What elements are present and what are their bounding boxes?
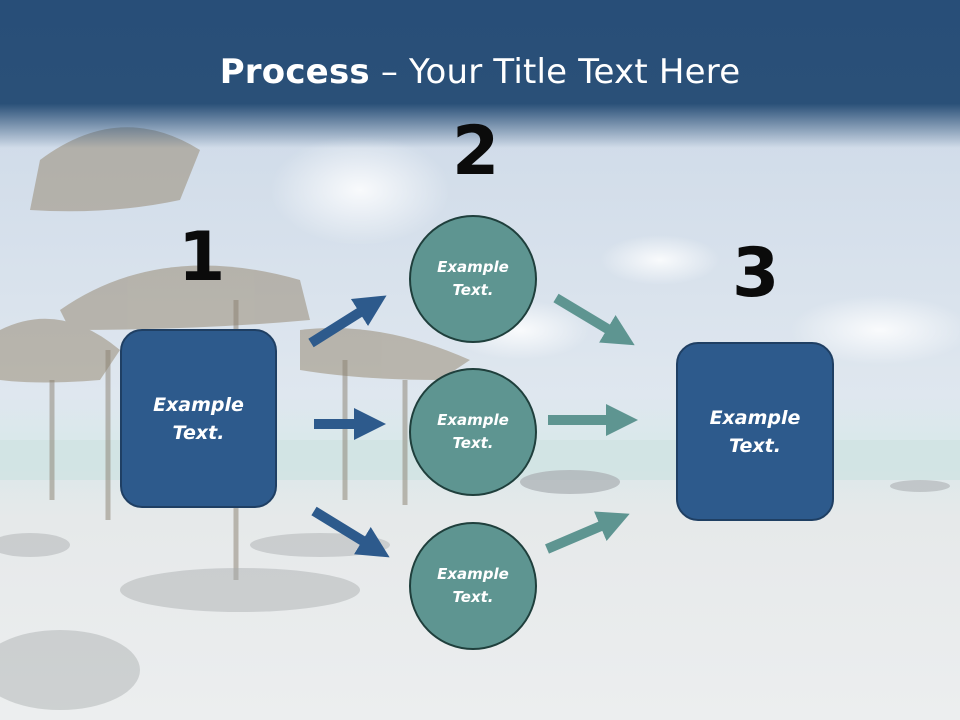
circle-bottom-text: Example Text. (437, 565, 509, 606)
circle-top: Example Text. (409, 215, 537, 343)
circle-middle: Example Text. (409, 368, 537, 496)
circle-bottom: Example Text. (409, 522, 537, 650)
right-box-text: Example Text. (709, 406, 801, 457)
step-number-2: 2 (452, 112, 500, 191)
right-process-box: Example Text. (676, 342, 834, 521)
left-process-box: Example Text. (120, 329, 277, 508)
step-number-1: 1 (178, 218, 226, 297)
title-rest: – Your Title Text Here (369, 52, 741, 92)
page-title: Process – Your Title Text Here (0, 52, 960, 92)
circle-top-text: Example Text. (437, 258, 509, 299)
step-number-3: 3 (732, 234, 780, 313)
title-bold: Process (219, 52, 370, 92)
circle-middle-text: Example Text. (437, 411, 509, 452)
left-box-text: Example Text. (153, 393, 244, 444)
